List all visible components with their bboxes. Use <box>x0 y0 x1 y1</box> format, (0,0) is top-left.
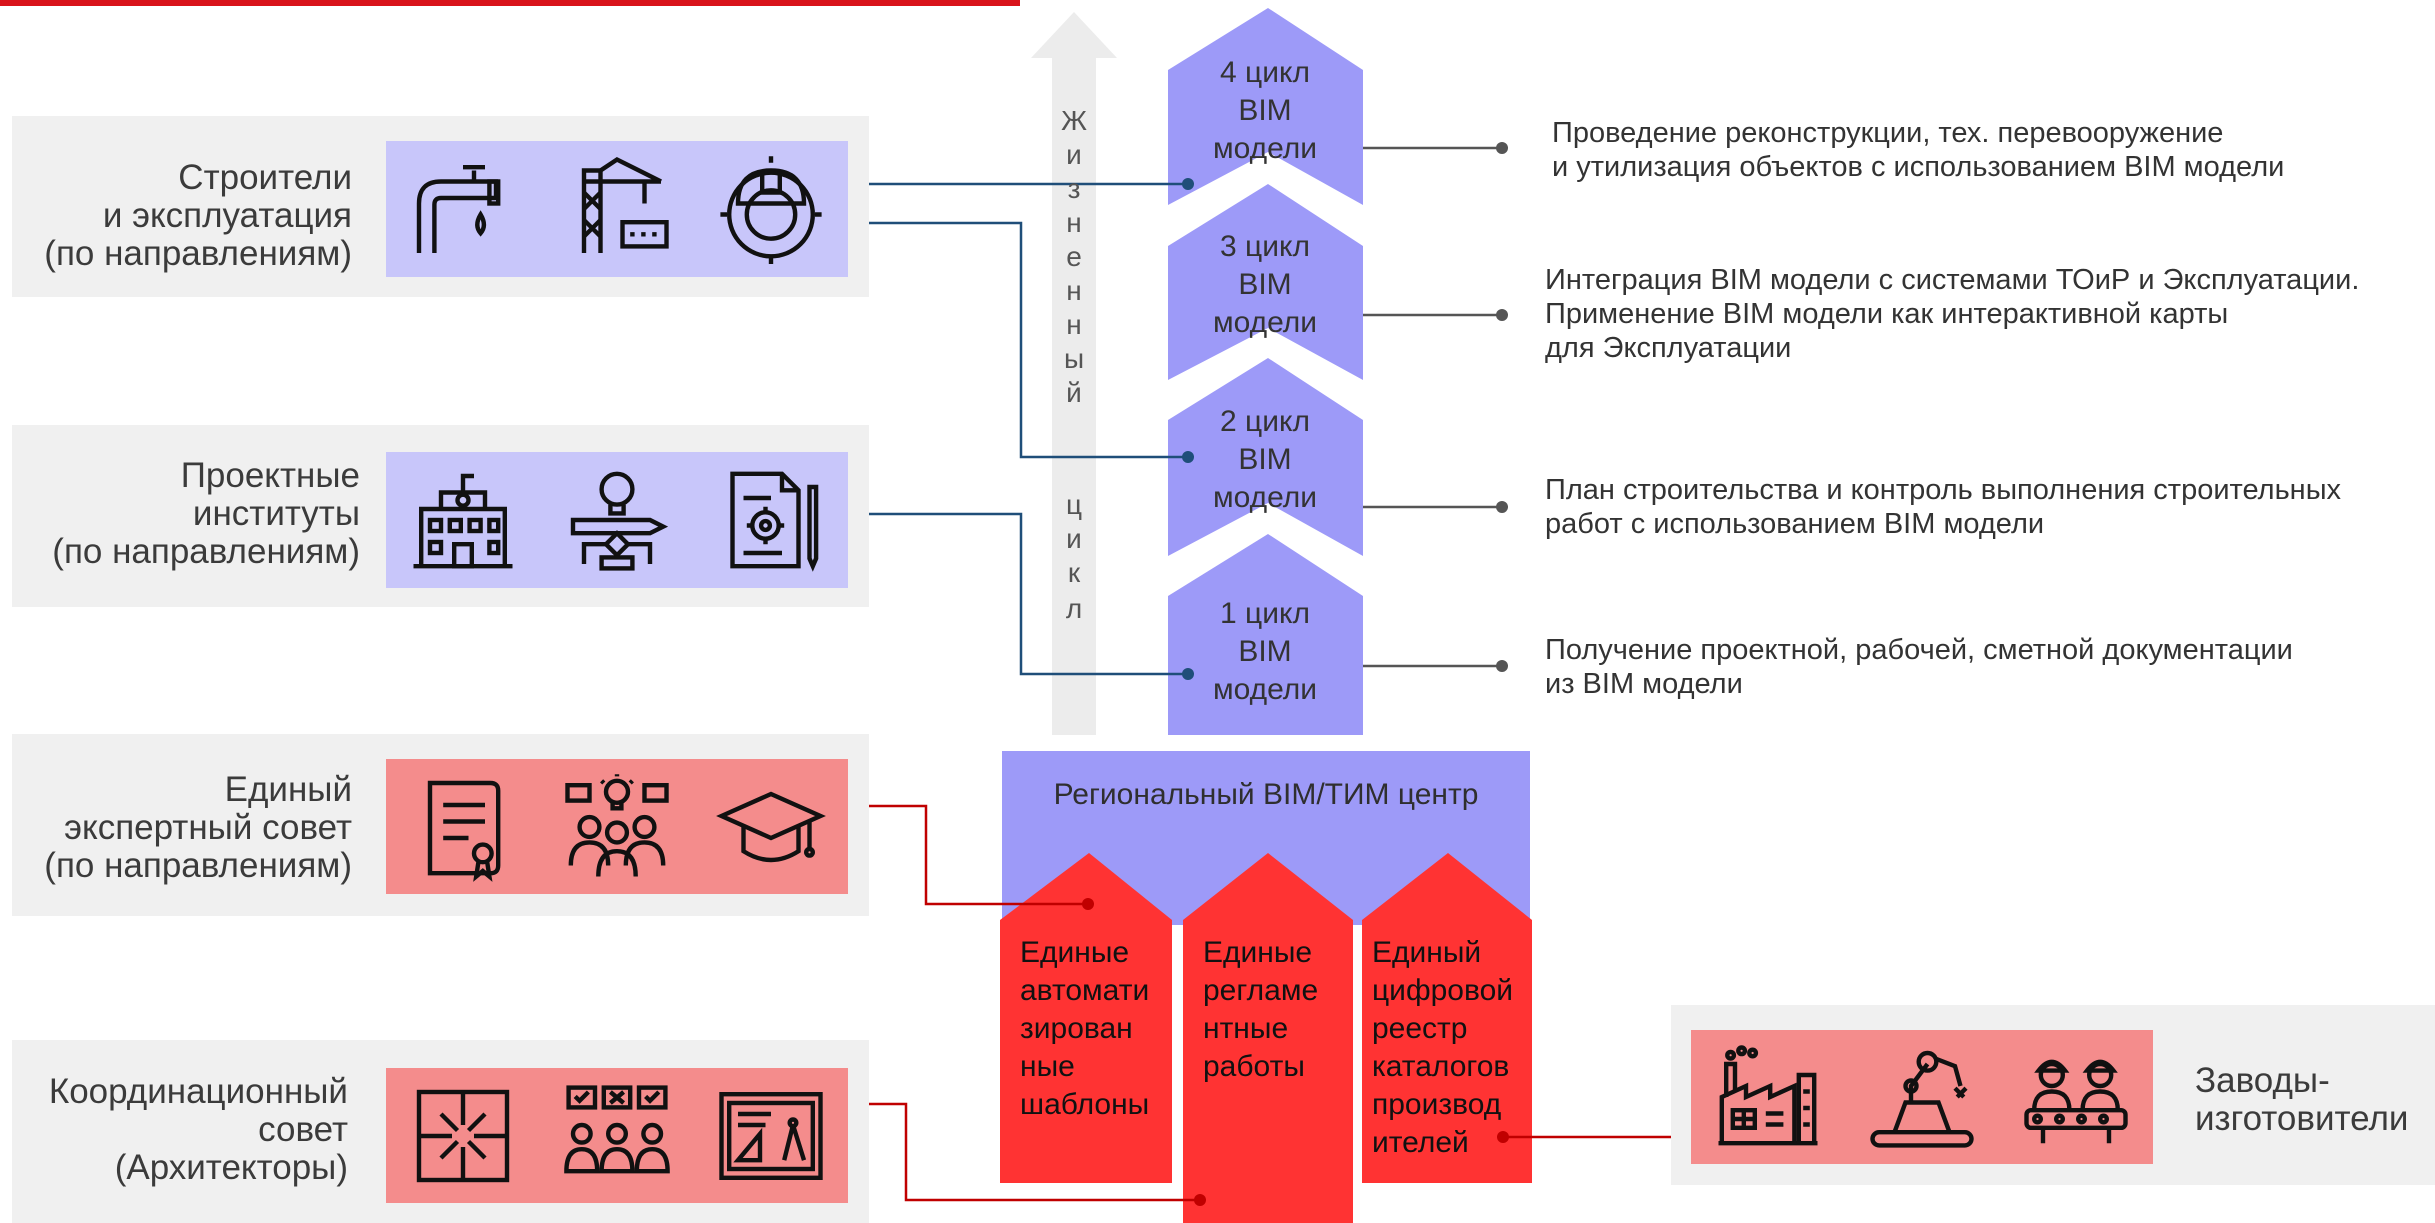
puzzle-icon <box>416 1089 510 1182</box>
icon-strip-experts <box>386 759 848 894</box>
robot-arm-icon <box>1870 1050 1974 1148</box>
pipeline-icon <box>416 165 501 253</box>
lifecycle-letter: и <box>1066 139 1082 170</box>
icon-strip-coordination <box>386 1068 848 1203</box>
lifecycle-letter: й <box>1066 377 1082 408</box>
group-label-coordination: Координационный совет (Архитекторы) <box>48 1072 348 1187</box>
cycle-4-description: Проведение реконструкции, тех. перевоору… <box>1552 117 2285 183</box>
workers-icon <box>2024 1059 2128 1144</box>
connector-coord-pillar2 <box>858 1102 1200 1202</box>
factory-label: Заводы- изготовители <box>2195 1061 2409 1138</box>
lifecycle-letter: к <box>1067 557 1081 588</box>
pillar-1-shape <box>1000 853 1172 1183</box>
connector-builders-cycle2 <box>855 221 1188 459</box>
lifecycle-letter: л <box>1065 593 1083 624</box>
lifecycle-letter: Ж <box>1061 105 1087 136</box>
lifecycle-letter: и <box>1066 523 1082 554</box>
lifecycle-letter: ы <box>1063 343 1085 374</box>
lifecycle-letter: н <box>1066 275 1082 306</box>
icon-strip-builders <box>386 141 848 277</box>
pillar-3-shape <box>1362 853 1532 1183</box>
icon-strip-factories <box>1691 1030 2153 1164</box>
cycle-3-shape <box>1168 184 1363 380</box>
pillar-3-label: Единый цифровой реестр каталогов произво… <box>1372 936 1514 1159</box>
cycle-3-description: Интеграция BIM модели с системами ТОиР и… <box>1545 264 2360 364</box>
cycle-4-label: 4 цикл BIM модели <box>1212 56 1318 165</box>
lifecycle-letter: е <box>1066 241 1082 272</box>
cycle-1-description: Получение проектной, рабочей, сметной до… <box>1545 634 2293 700</box>
group-label-experts: Единый экспертный совет (по направлениям… <box>44 770 352 885</box>
connector-institutes-cycle1 <box>855 512 1188 676</box>
lifecycle-arrow <box>1031 12 1117 735</box>
pillar-2-shape <box>1183 853 1353 1223</box>
lifecycle-letter: н <box>1066 207 1082 238</box>
lifecycle-letter: з <box>1067 173 1081 204</box>
cycle-4-shape <box>1168 8 1363 205</box>
crane-icon <box>581 156 669 253</box>
cycle-2-label: 2 цикл BIM модели <box>1212 405 1318 514</box>
cycle-2-shape <box>1168 358 1363 556</box>
icon-strip-institutes <box>386 452 848 588</box>
lifecycle-letter: ц <box>1065 489 1083 520</box>
factory-icon <box>1718 1045 1818 1146</box>
cycle-2-description: План строительства и контроль выполнения… <box>1545 474 2342 540</box>
center-title: Региональный BIM/ТИМ центр <box>1053 778 1479 811</box>
gear-helmet-icon <box>720 156 822 264</box>
bulb-design-icon <box>570 471 669 571</box>
group-label-institutes: Проектные институты (по направлениям) <box>52 456 360 571</box>
pillar-2-label: Единые регламе нтные работы <box>1203 936 1319 1083</box>
pillar-1-label: Единые автомати зирован ные шаблоны <box>1020 936 1150 1121</box>
document-gear-icon <box>730 471 819 572</box>
team-chat-icon <box>564 1084 670 1173</box>
cycle-1-shape <box>1168 534 1363 735</box>
building-icon <box>413 473 513 569</box>
certificate-icon <box>427 780 501 882</box>
blueprint-icon <box>719 1091 823 1180</box>
lifecycle-letter: н <box>1066 309 1082 340</box>
cycle-3-label: 3 цикл BIM модели <box>1212 230 1318 339</box>
experts-idea-icon <box>565 773 669 877</box>
group-label-builders: Строители и эксплуатация (по направления… <box>44 158 352 273</box>
connector-experts-pillar1 <box>858 804 1088 906</box>
cycle-1-label: 1 цикл BIM модели <box>1212 597 1318 706</box>
graduation-cap-icon <box>716 791 826 862</box>
header-accent-bar <box>0 0 1020 6</box>
